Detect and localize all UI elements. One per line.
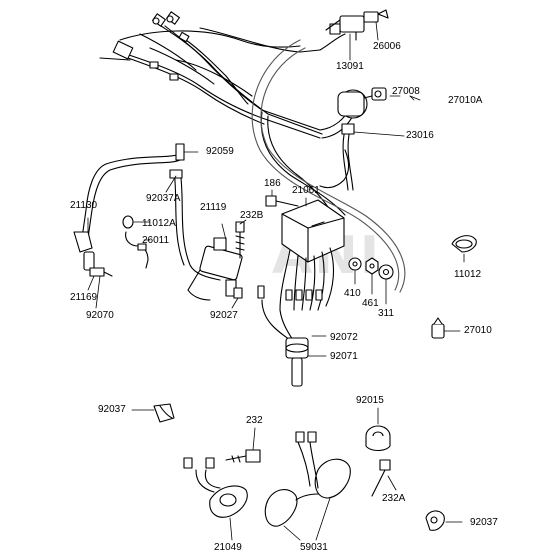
grommet-92015	[365, 425, 391, 452]
label-27010A: 27010A	[448, 95, 483, 106]
clamp-92037A	[169, 169, 183, 179]
label-13091: 13091	[336, 61, 364, 72]
label-23016: 23016	[406, 130, 434, 141]
label-59031: 59031	[300, 542, 328, 553]
label-186: 186	[264, 178, 281, 189]
connector-92071	[285, 337, 309, 387]
cap-11012	[451, 235, 477, 253]
label-92072: 92072	[330, 332, 358, 343]
key-switch-part	[325, 9, 389, 41]
nut-311	[378, 264, 394, 280]
label-461: 461	[362, 298, 379, 309]
harness-loop-line	[251, 39, 400, 291]
cable-23016	[341, 123, 355, 191]
clamp-92037-right	[425, 510, 445, 531]
bolt-232B	[235, 221, 245, 259]
label-92037A: 92037A	[146, 193, 181, 204]
bolt-232A	[371, 459, 391, 497]
pulser-coil-21049	[183, 457, 248, 518]
label-21119: 21119	[200, 202, 227, 213]
label-92071: 92071	[330, 351, 358, 362]
top-connectors	[112, 11, 190, 81]
label-21061: 21061	[292, 185, 320, 196]
nut-461	[365, 257, 379, 275]
label-92027: 92027	[210, 310, 238, 321]
label-92037-right: 92037	[470, 517, 498, 528]
label-21130: 21130	[70, 200, 98, 211]
label-27008: 27008	[392, 86, 420, 97]
label-11012A: 11012A	[142, 218, 176, 229]
solenoid-part	[337, 87, 387, 119]
label-21169: 21169	[70, 292, 98, 303]
cdi-wires	[233, 247, 335, 346]
label-92059: 92059	[206, 146, 234, 157]
cdi-unit-21061	[281, 199, 345, 263]
label-92070: 92070	[86, 310, 114, 321]
stator-59031	[264, 431, 351, 527]
label-311: 311	[378, 308, 394, 319]
switch-27010	[431, 317, 445, 339]
clamp-92037-left	[153, 403, 175, 423]
label-410: 410	[344, 288, 361, 299]
label-232B: 232B	[240, 210, 264, 221]
coil-26011	[122, 215, 149, 269]
label-26006: 26006	[373, 41, 401, 52]
label-92037-left: 92037	[98, 404, 126, 415]
label-11012: 11012	[454, 269, 482, 280]
hose-92059	[81, 143, 221, 281]
bolt-232	[225, 449, 261, 463]
label-92015: 92015	[356, 395, 384, 406]
label-232A: 232A	[382, 493, 406, 504]
ignition-coil-21119	[187, 237, 243, 301]
leader-lines	[87, 21, 465, 541]
label-26011: 26011	[142, 235, 170, 246]
label-21049: 21049	[214, 542, 242, 553]
bolt-186	[265, 195, 299, 207]
label-232: 232	[246, 415, 263, 426]
label-27010: 27010	[464, 325, 492, 336]
spark-plug-assembly	[73, 231, 113, 277]
washer-410	[348, 257, 362, 271]
